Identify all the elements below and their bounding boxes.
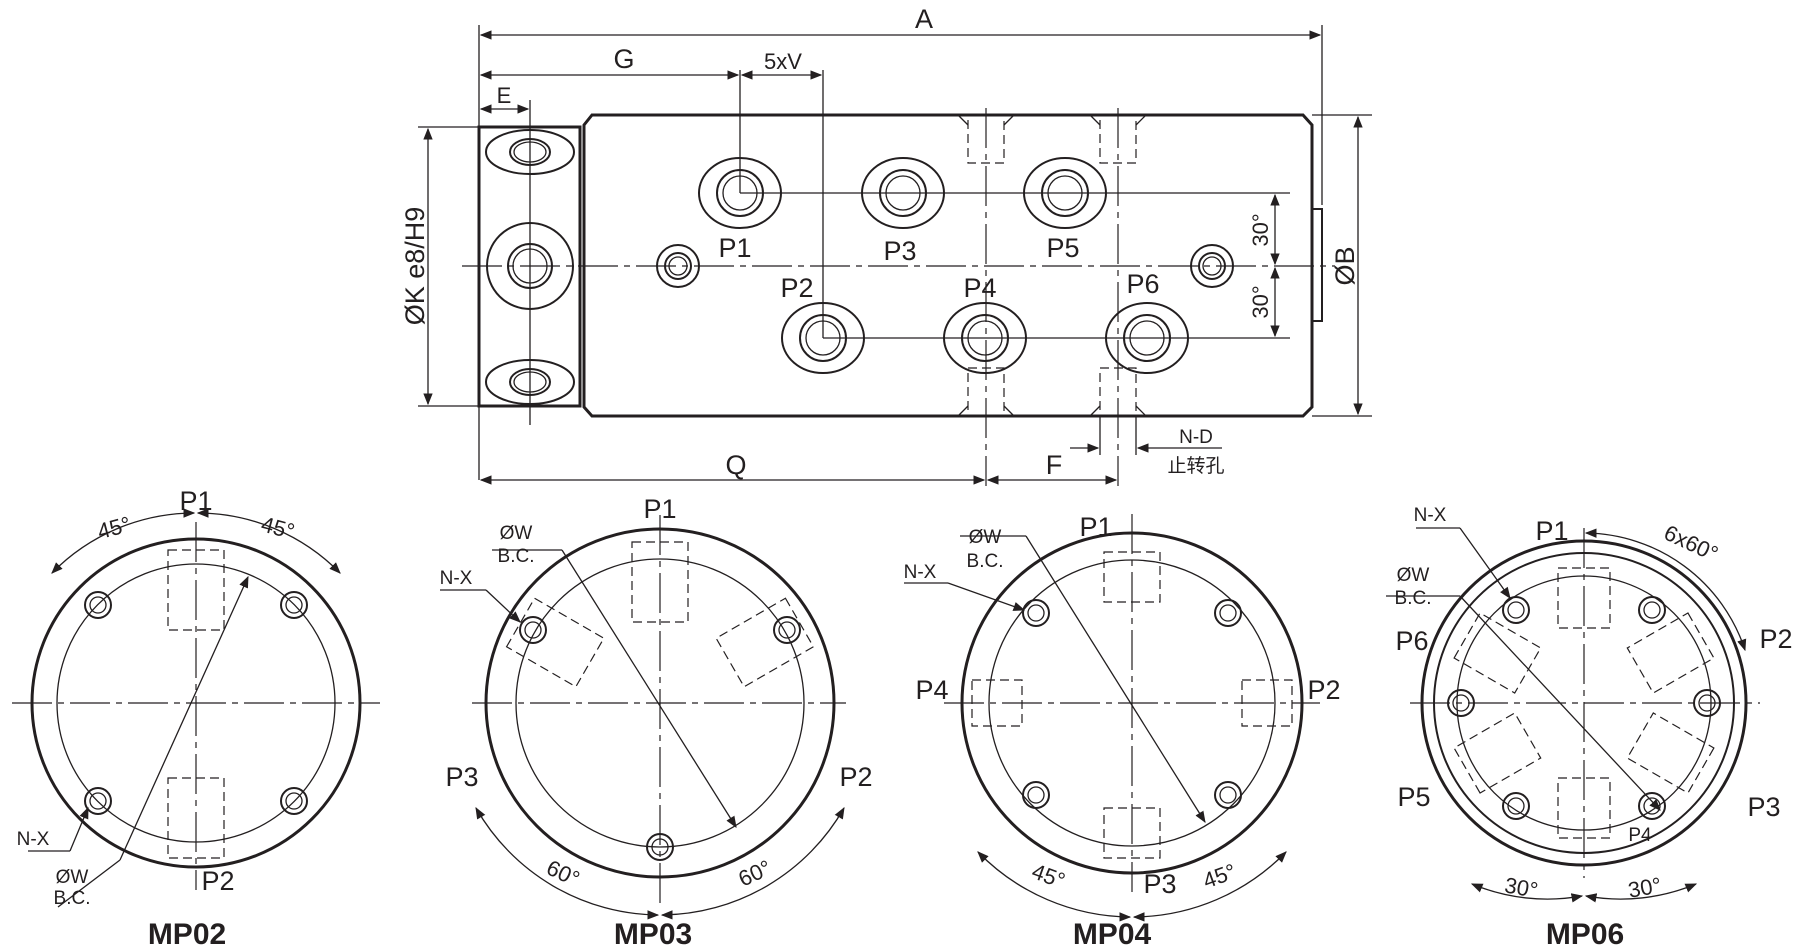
mp04-angle-right: 45° xyxy=(1200,859,1240,894)
mp03-angle-left: 60° xyxy=(543,855,584,892)
mp04-bc-label: B.C. xyxy=(967,551,1004,572)
mp04-port-p4: P4 xyxy=(915,675,948,705)
mp04-port-p3: P3 xyxy=(1143,869,1176,899)
mp03-port-p3: P3 xyxy=(445,762,478,792)
mp06-angle-6x60: 6x60° xyxy=(1660,520,1722,567)
mp03-nx-label: N-X xyxy=(440,568,473,589)
bolt-hole xyxy=(1022,781,1050,809)
dim-nd-note: 止转孔 xyxy=(1167,455,1224,477)
dim-a-label: A xyxy=(915,4,933,34)
bolt-hole xyxy=(519,616,547,644)
side-view: A G 5xV E ØK e8/H9 ØB 30° 30° Q F N-D 止转… xyxy=(400,4,1372,486)
bolt-hole xyxy=(280,787,308,815)
bolt-hole xyxy=(84,787,112,815)
dim-e-label: E xyxy=(497,83,512,108)
bolt-hole xyxy=(84,591,112,619)
hidden-tapped-holes xyxy=(957,114,1147,417)
mp06-angle-right: 30° xyxy=(1626,872,1663,902)
end-view-mp06: P1 P2 P3 P4 P5 P6 6x60° 30° 30° N-X ØW B… xyxy=(1386,505,1793,950)
dim-nd-label: N-D xyxy=(1179,427,1213,448)
mp03-w-label: ØW xyxy=(500,523,533,544)
mp06-port-p5: P5 xyxy=(1397,782,1430,812)
dim-b-label: ØB xyxy=(1330,246,1360,285)
end-view-mp03: P1 P2 P3 60° 60° N-X ØW B.C. MP03 xyxy=(440,494,873,950)
end-view-mp04: P1 P2 P3 P4 45° 45° N-X ØW B.C. MP04 xyxy=(904,512,1341,950)
mp02-angle-right: 45° xyxy=(259,511,298,544)
end-cap xyxy=(1311,208,1323,322)
port-label-p6: P6 xyxy=(1126,269,1159,299)
port-label-p4: P4 xyxy=(963,273,996,303)
port-label-p3: P3 xyxy=(883,236,916,266)
dim-q-label: Q xyxy=(725,450,746,480)
bolt-hole xyxy=(1638,596,1666,624)
bolt-hole xyxy=(1502,596,1530,624)
bolt-hole xyxy=(773,616,801,644)
mp04-w-label: ØW xyxy=(969,527,1002,548)
mp02-title: MP02 xyxy=(148,918,226,950)
mp06-port-p3: P3 xyxy=(1747,792,1780,822)
mp04-angle-left: 45° xyxy=(1029,859,1069,894)
end-view-mp02: P1 P2 45° 45° N-X ØW B.C. MP02 xyxy=(12,486,380,950)
mp03-port-p1: P1 xyxy=(643,494,676,524)
mp03-title: MP03 xyxy=(614,918,692,950)
dim-f-label: F xyxy=(1046,450,1063,480)
mp06-title: MP06 xyxy=(1546,918,1624,950)
dim-g-label: G xyxy=(613,44,634,74)
mp02-angle-left: 45° xyxy=(95,511,134,544)
mp04-title: MP04 xyxy=(1073,918,1152,950)
dim-v-label: 5xV xyxy=(764,49,802,74)
mp02-nx-label: N-X xyxy=(17,829,50,850)
port-label-p1: P1 xyxy=(718,233,751,263)
mp02-port-p2: P2 xyxy=(201,866,234,896)
mp06-port-p4: P4 xyxy=(1628,825,1652,846)
dim-angle-lower: 30° xyxy=(1248,285,1273,318)
mp06-port-p6: P6 xyxy=(1395,626,1428,656)
bolt-hole xyxy=(1502,792,1530,820)
body-outline xyxy=(582,113,1314,418)
dimension-lines xyxy=(418,25,1372,485)
mp06-port-p1: P1 xyxy=(1535,516,1568,546)
mp06-angle-left: 30° xyxy=(1503,872,1540,902)
mp03-port-p2: P2 xyxy=(839,762,872,792)
mp04-port-p2: P2 xyxy=(1307,675,1340,705)
bolt-hole xyxy=(1214,599,1242,627)
bolt-hole xyxy=(1447,689,1475,717)
mp02-port-p1: P1 xyxy=(179,486,212,516)
bolt-hole xyxy=(1638,792,1666,820)
mp03-bc-label: B.C. xyxy=(498,546,535,567)
bolt-hole xyxy=(280,591,308,619)
mp06-bc-label: B.C. xyxy=(1395,588,1432,609)
mp06-w-label: ØW xyxy=(1397,565,1430,586)
side-center-lines xyxy=(462,70,1335,486)
dim-angle-upper: 30° xyxy=(1248,213,1273,246)
port-label-p2: P2 xyxy=(780,273,813,303)
mp06-nx-label: N-X xyxy=(1414,505,1447,526)
mp02-w-label: ØW xyxy=(56,867,89,888)
dim-k-label: ØK e8/H9 xyxy=(400,207,430,326)
bolt-hole xyxy=(1214,781,1242,809)
mp04-nx-label: N-X xyxy=(904,562,937,583)
bolt-hole xyxy=(1693,689,1721,717)
bolt-hole xyxy=(1022,599,1050,627)
mp02-bc-label: B.C. xyxy=(54,888,91,909)
mp06-port-p2: P2 xyxy=(1759,624,1792,654)
port-label-p5: P5 xyxy=(1046,233,1079,263)
mp04-port-p1: P1 xyxy=(1079,512,1112,542)
bolt-hole xyxy=(646,833,674,861)
mp03-angle-right: 60° xyxy=(734,855,775,892)
